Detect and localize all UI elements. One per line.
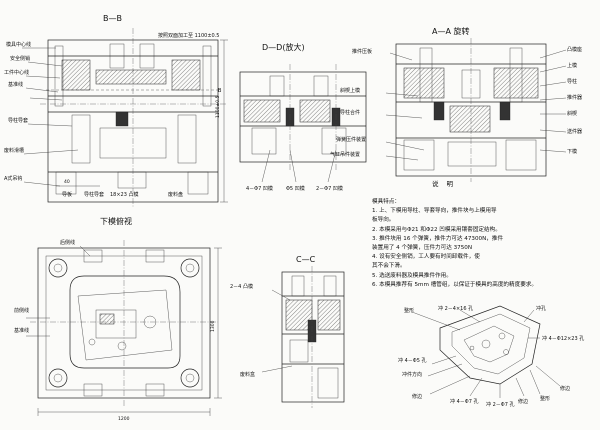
aa-label-guide-post: 导柱 [567,78,577,85]
bb-label-safety-pin: 安全侧销 [10,55,30,62]
cc-label-punch: 2－4 凸模 [230,283,253,290]
bb-label-guide-plate: 导板 [62,191,72,198]
note-line: 5. 选送废料器及模具推件作用。 [372,272,452,279]
aa-label-guide-assembly: 导柱合件 [340,109,360,116]
section-aa: A—A 旋转 推件压板 斜楔上模 导柱合件 弹簧压件装置 气缸吊件装置 [330,26,582,182]
cc-outline [281,271,345,403]
bb-label-workpiece-centerline: 工件中心线 [4,69,29,76]
bb-label-scrap-chute: 废料滑槽 [4,147,24,154]
plan-label-front-line: 前侧线 [14,307,29,314]
bb-label-guide-pillar: 导柱导套 [8,117,28,124]
note-line: 6. 本模具推荐有 5mm 槽管组，以保证于模具的高度的精度要求。 [372,281,537,288]
part-label-trim-2: 修边 [518,398,528,405]
bb-label-punch-holes: 18×23 凸模 [110,191,139,198]
aa-label-cylinder-lift: 气缸吊件装置 [330,151,360,158]
part-outline [439,305,541,385]
dd-label-die-2x7: 2－Φ7 凹模 [316,185,343,192]
plan-width-dimension: 1200 [118,416,130,422]
aa-label-punch-base: 凸模座 [567,46,582,53]
plan-part-contour [69,275,181,369]
part-label-shaping-2: 整形 [540,395,550,402]
note-line: 1. 上、下模用导柱、导套导向，推件块与上模用导 [372,208,497,215]
part-label-punch-4x12x23: 冲 4－Φ12×23 孔 [542,335,584,342]
note-line: 装置用了 4 个弹簧，压件力可达 3750N [372,245,473,252]
part-label-trim-1: 修边 [412,393,422,400]
note-line: 4. 设有安全侧销，工人要有时间卸载件，使 [372,254,480,261]
dd-label-die-4x7: 4－Φ7 凹模 [246,185,273,192]
aa-label-spring-press: 弹簧压件装置 [336,136,366,143]
section-cc-title: C—C [296,255,316,264]
aa-label-upper-die: 上模 [567,62,577,69]
part-label-shaping-1: 整形 [404,307,414,314]
part-label-punch-4x5: 冲 4－Φ5 孔 [398,357,426,364]
part-label-punch-direction: 冲件方向 [402,371,422,378]
bb-label-lifting-hook: A式吊钩 [4,175,22,182]
note-line: 其不会下滑。 [372,263,406,270]
note-line: 3. 推件块用 16 个弹簧，推件力可达 47300N，推件 [372,235,504,242]
bb-label-scrap-tray: 废料盘 [168,191,183,198]
lower-die-plan: 下模俯视 1200 1300 [14,216,222,422]
part-label-punch-2x7: 冲 2－Φ7 孔 [486,401,514,408]
aa-label-wedge-upper: 斜楔上模 [340,87,360,94]
bb-label-guide-bush: 导柱导套 [84,191,104,198]
bb-spec-note: 按照双面加工至 1100±0.5 [158,32,219,39]
section-dd: D—D(放大) 4－Φ7 凹模 Φ5 凹模 2－Φ7 凹模 [239,42,367,192]
note-line: 板导向。 [372,217,395,224]
dd-outline [239,71,367,163]
part-label-punch-hole: 冲孔 [536,305,546,312]
bb-height-dimension: 1100±0.5 [215,95,221,118]
notes-heading: 说明 [432,180,461,188]
bb-label-datum-line: 基准线 [8,81,23,88]
aa-label-ejector-plate: 推件压板 [352,48,372,55]
section-dd-title: D—D(放大) [262,42,305,52]
notes-block: 模具特点： 1. 上、下模用导柱、导套导向，推件块与上模用导 板导向。 2. 本… [372,198,598,290]
section-cc: C—C 2－4 凸模 废料盒 [230,255,345,408]
bb-label-die-centerline: 模具中心线 [6,41,31,48]
plan-label-datum-line: 基准线 [14,327,29,334]
aa-label-feeder: 送件器 [567,128,582,135]
lower-view-title: 下模俯视 [100,216,132,226]
part-label-punch-4x7: 冲 4－Φ7 孔 [450,398,478,405]
aa-label-wedge: 斜楔 [567,110,577,117]
section-bb-title: B—B [103,14,122,23]
bb-section-mark: B [218,88,222,94]
part-isometric: 整形 冲 2－4×16 孔 冲孔 冲 4－Φ12×23 孔 冲 4－Φ5 孔 冲… [398,305,584,408]
note-line: 2. 本模采用与Φ21 和Φ22 凹模采用镶套固定结构。 [372,226,501,233]
cc-label-scrap-box: 废料盒 [240,371,255,378]
section-aa-title: A—A 旋转 [432,26,470,36]
bb-dim-40: 40 [64,179,70,185]
plan-height-dimension: 1300 [210,320,216,332]
section-bb: B—B 按照双面加工至 1100±0.5 1100±0.5 [4,14,228,208]
aa-label-lower-die: 下模 [567,148,577,155]
note-line: 模具特点： [372,199,400,205]
dd-label-die-5: Φ5 凹模 [286,185,305,192]
plan-label-rear-line: 后侧线 [60,239,75,246]
part-label-trim-3: 修边 [560,385,570,392]
part-label-punch-2x4x16: 冲 2－4×16 孔 [438,305,473,312]
aa-label-ejector: 推件器 [567,94,582,101]
